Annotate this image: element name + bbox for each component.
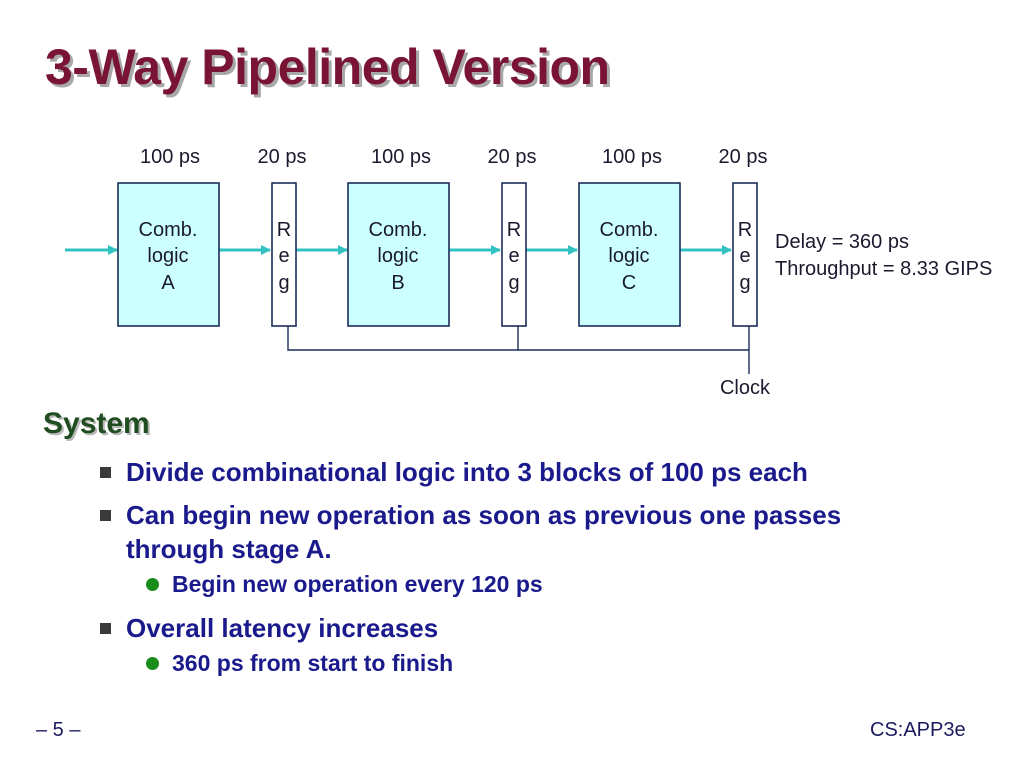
timing-label-comb-c: 100 ps [602,146,662,168]
reg1-letter-r: R [277,219,291,241]
throughput-label: Throughput = 8.33 GIPS [775,258,992,280]
comb-logic-b-box [347,182,450,327]
reg3-letter-g: g [739,272,750,294]
square-bullet-icon [100,467,111,478]
timing-label-reg-3: 20 ps [719,146,768,168]
comb-a-line3: A [161,272,175,294]
bullet-item: Divide combinational logic into 3 blocks… [126,457,808,487]
clock-bus-line [287,326,750,374]
round-bullet-icon [146,657,159,670]
timing-label-comb-b: 100 ps [371,146,431,168]
bullet-item: Can begin new operation as soon as previ… [126,500,842,564]
comb-c-line2: logic [608,245,649,267]
register-2-box [501,182,527,327]
comb-a-line2: logic [147,245,188,267]
comb-c-line3: C [622,272,636,294]
course-label: CS:APP3e [870,719,966,741]
register-3-box [732,182,758,327]
timing-label-reg-2: 20 ps [488,146,537,168]
sub-bullet-item: 360 ps from start to finish [172,650,454,676]
reg1-letter-g: g [278,272,289,294]
square-bullet-icon [100,510,111,521]
reg1-letter-e: e [278,245,289,267]
reg2-letter-r: R [507,219,521,241]
delay-label: Delay = 360 ps [775,231,909,253]
comb-logic-c-box [578,182,681,327]
page-number: – 5 – [36,719,81,741]
section-heading: System [43,407,150,440]
comb-logic-a-box [117,182,220,327]
reg3-letter-e: e [739,245,750,267]
timing-label-comb-a: 100 ps [140,146,200,168]
square-bullet-icon [100,623,111,634]
reg2-letter-g: g [508,272,519,294]
register-1-box [271,182,297,327]
comb-b-line1: Comb. [369,219,428,241]
reg2-letter-e: e [508,245,519,267]
round-bullet-icon [146,578,159,591]
comb-b-line2: logic [377,245,418,267]
slide-title: 3-Way Pipelined Version [45,39,610,95]
comb-b-line3: B [391,272,404,294]
timing-label-reg-1: 20 ps [258,146,307,168]
sub-bullet-item: Begin new operation every 120 ps [172,571,543,597]
comb-c-line1: Comb. [600,219,659,241]
bullet-item: Overall latency increases [126,613,439,643]
comb-a-line1: Comb. [139,219,198,241]
reg3-letter-r: R [738,219,752,241]
clock-label: Clock [720,377,771,399]
